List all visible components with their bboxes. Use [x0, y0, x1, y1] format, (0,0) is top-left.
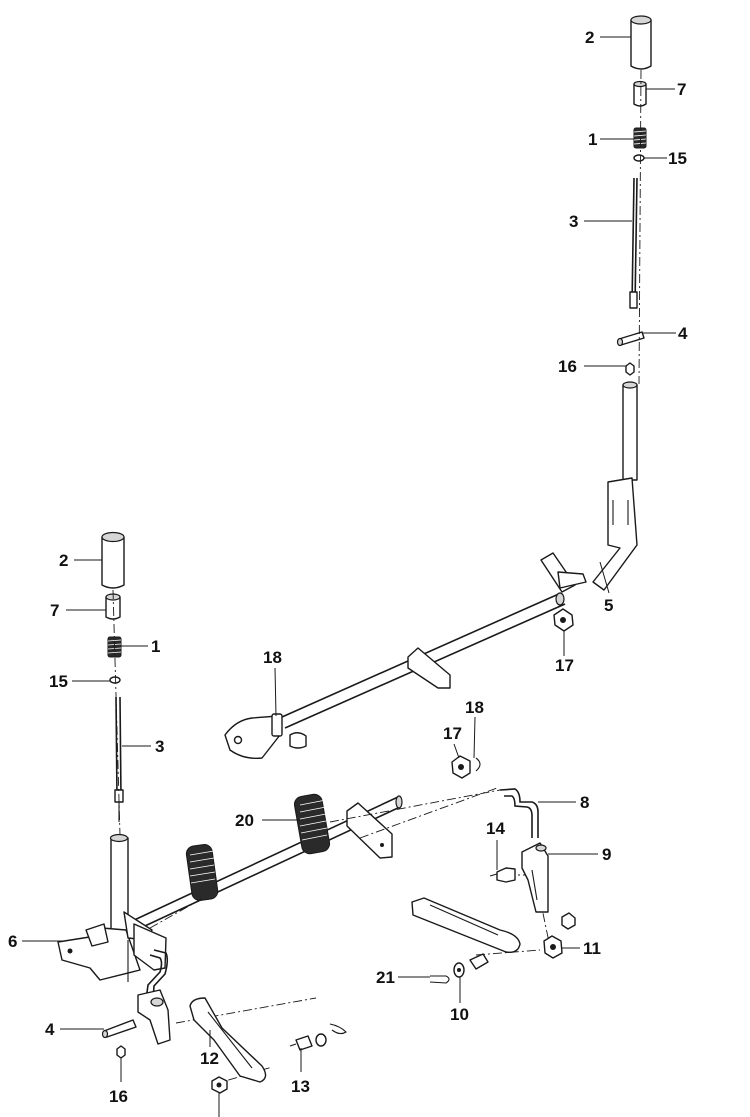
callout-8: 8: [580, 793, 589, 812]
left-link-arm: [189, 997, 267, 1083]
left-handle-grip: [101, 531, 125, 589]
left-small-nut: [116, 1045, 126, 1059]
callout-9: 9: [602, 845, 611, 864]
left-flat-washer: [315, 1033, 327, 1047]
right-small-nut: [625, 362, 635, 376]
right-rod: [629, 177, 638, 309]
lower-shaft-assembly: [129, 793, 403, 933]
callout-20: 20: [235, 811, 254, 830]
callout-2-left: 2: [59, 551, 68, 570]
callout-4-top: 4: [678, 324, 688, 343]
callout-6: 6: [8, 932, 17, 951]
callout-11: 11: [583, 939, 601, 958]
right-washer: [633, 154, 645, 162]
callout-18-right: 18: [465, 698, 484, 717]
right-spring: [633, 127, 647, 149]
lock-nut-small: [561, 912, 576, 930]
left-pin: [101, 1019, 137, 1039]
extension-spring-upper: [293, 793, 331, 855]
right-handle-insert: [633, 80, 647, 107]
callout-17-middle: 17: [555, 656, 574, 675]
left-lever-assembly: [57, 531, 171, 1045]
callout-18-left: 18: [263, 648, 282, 667]
extension-spring-lower: [185, 843, 219, 902]
leader-lines: [22, 36, 676, 1117]
callout-21: 21: [376, 968, 395, 987]
hairpin-cotter: [429, 975, 450, 984]
left-washer: [109, 676, 121, 684]
callout-7-left: 7: [50, 601, 59, 620]
shaft-bushing-left: [289, 732, 307, 749]
callout-15-top: 15: [668, 149, 687, 168]
right-pin: [616, 331, 645, 347]
left-lever-bracket: [57, 833, 167, 982]
pivot-bracket: [521, 842, 549, 913]
callout-12: 12: [200, 1049, 219, 1068]
callout-16-left: 16: [109, 1087, 128, 1106]
callout-5: 5: [604, 596, 613, 615]
callout-10: 10: [450, 1005, 469, 1024]
left-shoulder-bolt: [289, 1035, 313, 1051]
callout-3-top: 3: [569, 212, 578, 231]
callout-1-top: 1: [588, 130, 597, 149]
callout-2-top: 2: [585, 28, 594, 47]
callout-17-right: 17: [443, 724, 462, 743]
callout-16-top: 16: [558, 357, 577, 376]
callout-3-left: 3: [155, 737, 164, 756]
callout-4-left: 4: [45, 1020, 55, 1039]
right-clip: [475, 757, 481, 772]
left-hairpin-cotter: [329, 1023, 347, 1035]
right-lever-arm: [540, 381, 638, 593]
long-link-arm: [411, 897, 521, 954]
cross-shaft: [224, 592, 574, 760]
shoulder-bolt-lower: [469, 953, 489, 970]
shoulder-bolt-upper: [489, 867, 516, 883]
left-handle-insert: [105, 593, 121, 620]
callout-14: 14: [486, 819, 505, 838]
bent-link-rod: [499, 788, 539, 838]
callout-labels: 2 7 1 15 3 4 16 5 17 18 18 17 2 7 1 15 3…: [8, 28, 688, 1106]
callout-7-top: 7: [677, 80, 686, 99]
right-lever-assembly: [540, 15, 652, 593]
callout-1-left: 1: [151, 637, 160, 656]
callout-15-left: 15: [49, 672, 68, 691]
callout-13: 13: [291, 1077, 310, 1096]
right-handle-grip: [630, 15, 652, 70]
